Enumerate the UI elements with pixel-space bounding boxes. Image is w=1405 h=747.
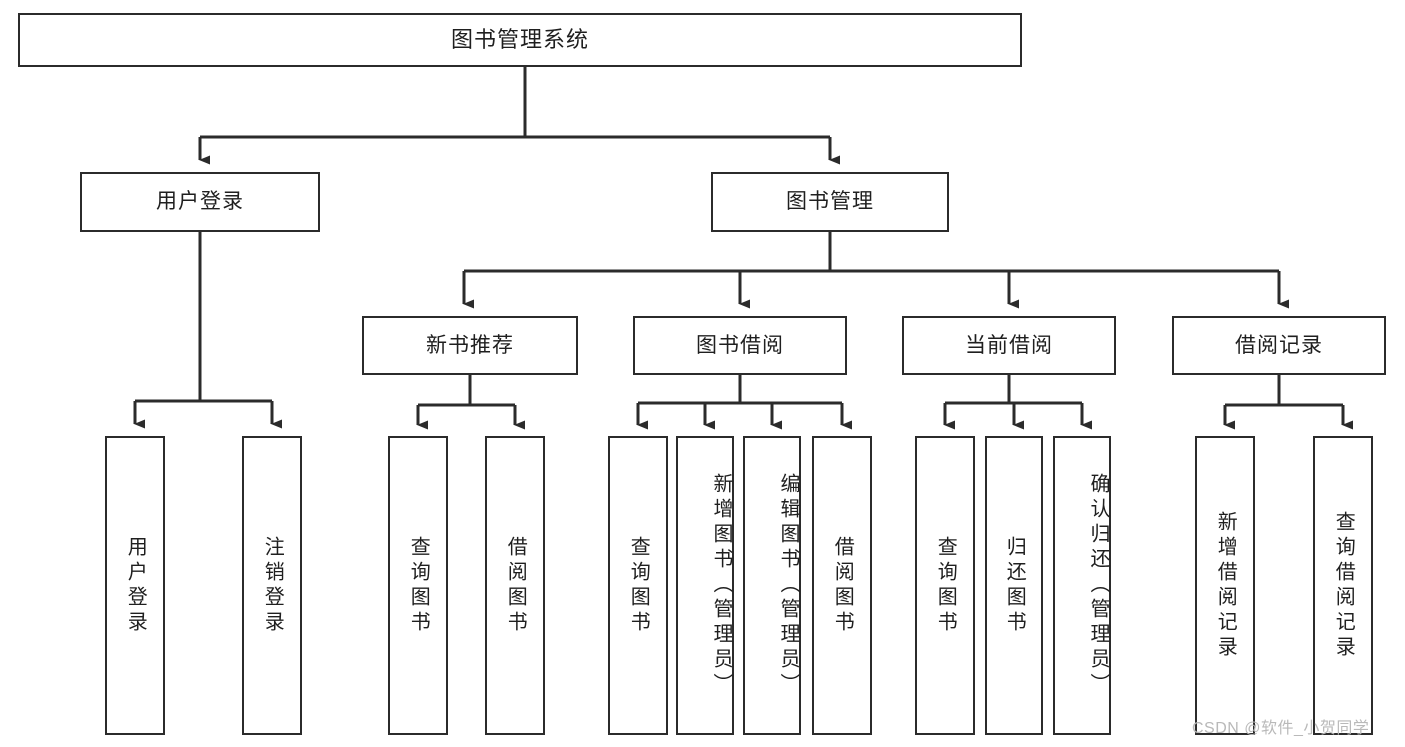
node-label: 归还图书 [1003,535,1026,636]
node-label: 借阅图书 [831,535,854,636]
node-leaf-edit-book-admin[interactable]: 编辑图书（管理员） [743,436,801,735]
node-borrow-records[interactable]: 借阅记录 [1172,316,1386,375]
node-label: 查询图书 [407,535,430,636]
node-label: 用户登录 [156,190,244,214]
node-label: 注销登录 [261,535,284,636]
edge-group-borrow-records [1223,375,1353,430]
node-label: 用户登录 [124,535,147,636]
node-leaf-query-books-current[interactable]: 查询图书 [915,436,975,735]
node-label: 查询图书 [934,535,957,636]
node-leaf-add-borrow-record[interactable]: 新增借阅记录 [1195,436,1255,735]
edge-group-user-login [133,232,282,429]
node-leaf-confirm-return-admin[interactable]: 确认归还（管理员） [1053,436,1111,735]
node-user-login[interactable]: 用户登录 [80,172,320,232]
node-label: 查询图书 [627,535,650,636]
node-label: 图书管理系统 [450,26,589,52]
node-book-management[interactable]: 图书管理 [711,172,949,232]
edge-group-current-borrow [943,375,1092,430]
node-label: 确认归还（管理员） [1087,473,1109,698]
edge-group-root [198,67,840,165]
edge-group-new-book-recommend [416,375,525,430]
node-label: 新增图书（管理员） [710,473,732,698]
node-book-borrow[interactable]: 图书借阅 [633,316,847,375]
node-new-book-recommend[interactable]: 新书推荐 [362,316,578,375]
node-leaf-query-borrow-record[interactable]: 查询借阅记录 [1313,436,1373,735]
node-leaf-borrow-books-recommend[interactable]: 借阅图书 [485,436,545,735]
edge-group-book-borrow [636,375,852,430]
node-label: 图书借阅 [696,333,784,357]
node-leaf-return-books[interactable]: 归还图书 [985,436,1043,735]
node-leaf-add-book-admin[interactable]: 新增图书（管理员） [676,436,734,735]
node-label: 新增借阅记录 [1214,510,1237,661]
watermark-text: CSDN @软件_小贺同学 [1192,720,1370,737]
node-label: 编辑图书（管理员） [777,473,799,698]
node-label: 图书管理 [786,190,874,214]
edge-group-book-management [462,232,1289,309]
node-root-system[interactable]: 图书管理系统 [18,13,1022,67]
node-label: 新书推荐 [426,333,514,357]
node-label: 借阅图书 [504,535,527,636]
node-label: 当前借阅 [965,333,1053,357]
node-leaf-borrow-books[interactable]: 借阅图书 [812,436,872,735]
node-leaf-logout[interactable]: 注销登录 [242,436,302,735]
node-leaf-query-books-recommend[interactable]: 查询图书 [388,436,448,735]
node-leaf-query-books-borrow[interactable]: 查询图书 [608,436,668,735]
node-leaf-user-login[interactable]: 用户登录 [105,436,165,735]
node-current-borrow[interactable]: 当前借阅 [902,316,1116,375]
node-label: 查询借阅记录 [1332,510,1355,661]
node-label: 借阅记录 [1235,333,1323,357]
